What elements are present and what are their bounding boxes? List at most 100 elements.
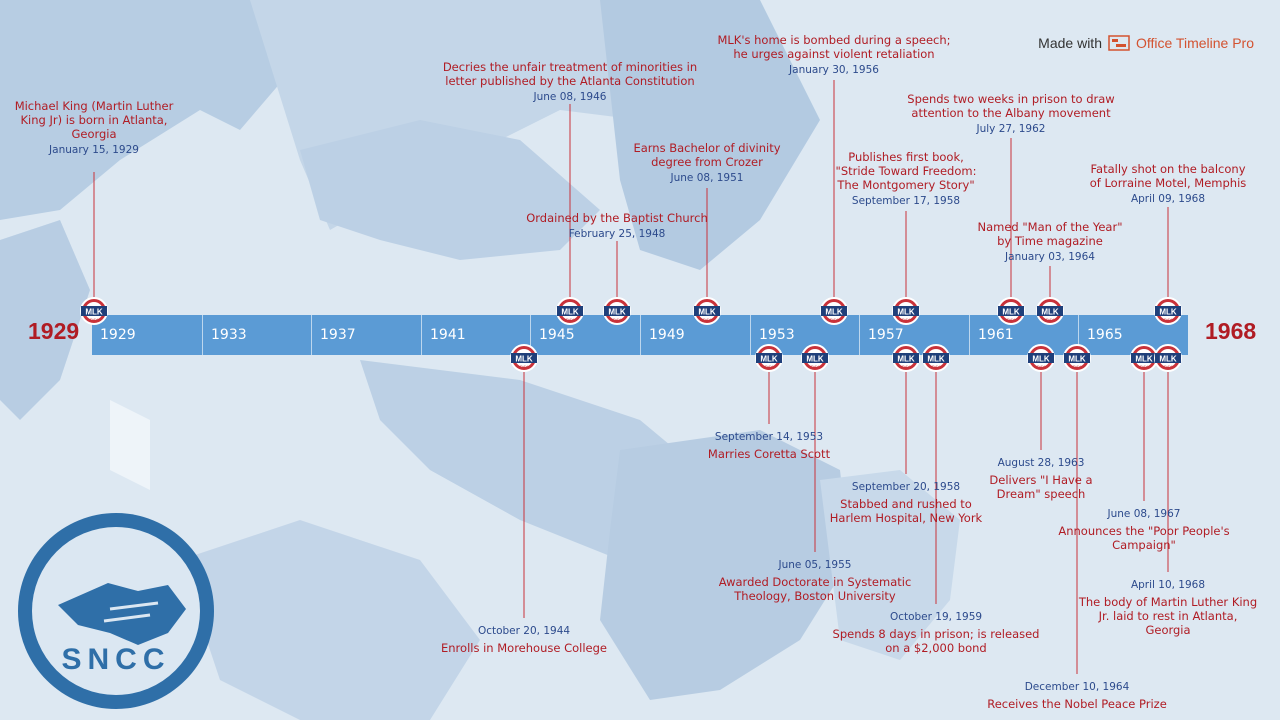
office-timeline-logo-icon [1108, 35, 1130, 51]
event-date: January 15, 1929 [49, 144, 139, 156]
event-title: MLK's home is bombed during a speech; he… [717, 33, 951, 61]
event-date: February 25, 1948 [568, 228, 666, 240]
svg-text:DAY: DAY [613, 317, 621, 322]
svg-text:DAY: DAY [1164, 364, 1172, 369]
svg-text:DAY: DAY [1037, 364, 1045, 369]
timeline-tick: 1933 [202, 315, 312, 355]
event-title: Earns Bachelor of divinity degree from C… [633, 141, 781, 169]
event-title: Stabbed and rushed to Harlem Hospital, N… [829, 497, 983, 525]
svg-text:DAY: DAY [932, 364, 940, 369]
event-date: October 19, 1959 [889, 611, 983, 623]
event-above: Fatally shot on the balcony of Lorraine … [1088, 162, 1248, 209]
event-above: Michael King (Martin Luther King Jr) is … [14, 99, 174, 160]
event-date: June 08, 1967 [1107, 508, 1181, 520]
svg-text:MLK: MLK [1068, 355, 1086, 364]
svg-text:DAY: DAY [703, 317, 711, 322]
event-title: Enrolls in Morehouse College [441, 641, 607, 655]
event-date: October 20, 1944 [477, 625, 571, 637]
svg-text:MLK: MLK [1041, 308, 1059, 317]
event-title: Spends 8 days in prison; is released on … [832, 627, 1040, 655]
event-date: April 10, 1968 [1130, 579, 1206, 591]
svg-text:MLK: MLK [897, 308, 915, 317]
event-date: December 10, 1964 [1024, 681, 1130, 693]
timeline-tick: 1953 [750, 315, 860, 355]
svg-text:DAY: DAY [902, 364, 910, 369]
event-title: Michael King (Martin Luther King Jr) is … [14, 99, 174, 141]
handshake-icon [58, 583, 186, 645]
svg-text:DAY: DAY [765, 364, 773, 369]
svg-text:MLK: MLK [1159, 308, 1177, 317]
logo-text: SNCC [61, 643, 171, 676]
event-title: Spends two weeks in prison to draw atten… [907, 92, 1115, 120]
timeline-start-year: 1929 [28, 318, 80, 344]
event-date: June 05, 1955 [778, 559, 852, 571]
svg-text:MLK: MLK [825, 308, 843, 317]
event-title: The body of Martin Luther King Jr. laid … [1078, 595, 1258, 637]
event-date: January 03, 1964 [1005, 251, 1095, 263]
timeline-tick: 1949 [640, 315, 750, 355]
svg-text:MLK: MLK [806, 355, 824, 364]
svg-text:MLK: MLK [515, 355, 533, 364]
svg-text:MLK: MLK [1032, 355, 1050, 364]
svg-text:MLK: MLK [1135, 355, 1153, 364]
event-above: Publishes first book, "Stride Toward Fre… [831, 150, 981, 211]
svg-text:MLK: MLK [927, 355, 945, 364]
svg-text:DAY: DAY [1140, 364, 1148, 369]
made-with-label: Made with [1038, 35, 1102, 51]
timeline-tick: 1957 [859, 315, 969, 355]
svg-text:DAY: DAY [1073, 364, 1081, 369]
event-date: June 08, 1951 [670, 172, 744, 184]
event-title: Marries Coretta Scott [707, 447, 831, 461]
event-date: August 28, 1963 [997, 457, 1085, 469]
event-title: Receives the Nobel Peace Prize [987, 697, 1167, 711]
event-title: Announces the "Poor People's Campaign" [1058, 524, 1230, 552]
svg-text:DAY: DAY [90, 317, 98, 322]
svg-text:DAY: DAY [1164, 317, 1172, 322]
timeline-tick: 1945 [530, 315, 640, 355]
made-with-brand: Made with Office Timeline Pro [1038, 35, 1254, 51]
svg-text:DAY: DAY [830, 317, 838, 322]
svg-text:DAY: DAY [811, 364, 819, 369]
event-title: Publishes first book, "Stride Toward Fre… [835, 150, 977, 192]
svg-text:MLK: MLK [1002, 308, 1020, 317]
svg-text:DAY: DAY [1007, 317, 1015, 322]
timeline-tick: 1937 [311, 315, 421, 355]
svg-text:MLK: MLK [561, 308, 579, 317]
event-title: Decries the unfair treatment of minoriti… [442, 60, 698, 88]
event-title: Delivers "I Have a Dream" speech [989, 473, 1093, 501]
timeline-end-year: 1968 [1205, 318, 1257, 344]
event-above: Named "Man of the Year" by Time magazine… [975, 220, 1125, 267]
svg-text:MLK: MLK [698, 308, 716, 317]
svg-text:MLK: MLK [760, 355, 778, 364]
svg-text:DAY: DAY [902, 317, 910, 322]
sncc-logo: SNCC [18, 513, 214, 709]
brand-product-name: Office Timeline Pro [1135, 35, 1254, 51]
svg-text:MLK: MLK [1159, 355, 1177, 364]
timeline-tick: 1929 [100, 327, 136, 343]
